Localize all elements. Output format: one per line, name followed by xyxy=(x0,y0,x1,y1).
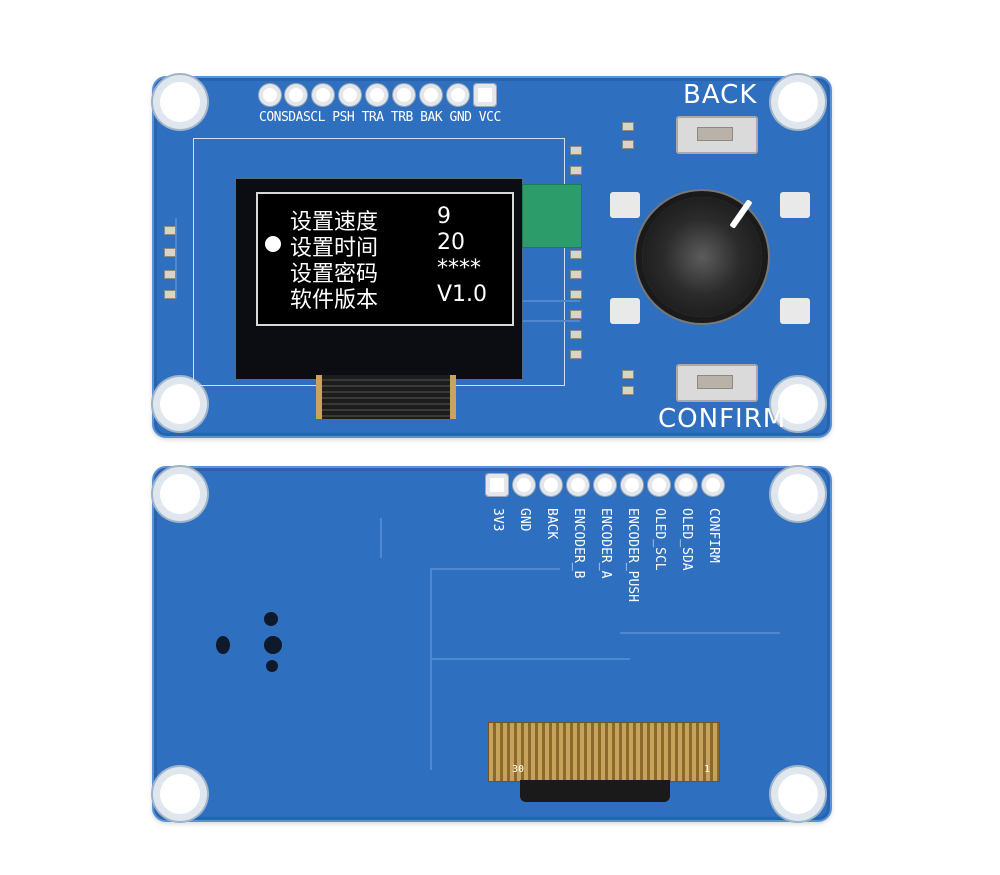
oled-flex-tab xyxy=(522,184,582,248)
menu-item-value: 20 xyxy=(437,230,465,255)
header-pin xyxy=(517,478,531,492)
fpc-mark-right: 1 xyxy=(704,764,711,775)
pin-label: CONFIRM xyxy=(706,508,721,563)
mounting-hole-icon xyxy=(160,384,200,424)
smd-component xyxy=(570,330,582,339)
header-pin xyxy=(263,88,277,102)
via xyxy=(264,636,282,654)
header-pin xyxy=(679,478,693,492)
trace xyxy=(620,632,780,634)
header-pin xyxy=(397,88,411,102)
confirm-button-label: CONFIRM xyxy=(658,404,787,434)
header-pin xyxy=(451,88,465,102)
menu-item-label: 设置时间 xyxy=(290,236,379,261)
pin-label: BACK xyxy=(544,508,559,540)
pin-label: OLED_SDA xyxy=(679,508,694,571)
header-pin xyxy=(343,88,357,102)
smd-component xyxy=(570,290,582,299)
smd-component xyxy=(570,270,582,279)
header-pin xyxy=(370,88,384,102)
smd-component xyxy=(622,386,634,395)
encoder-pad xyxy=(780,192,810,218)
header-pin xyxy=(598,478,612,492)
header-pin-square xyxy=(490,478,504,492)
pin-label: ENCODER_PUSH xyxy=(625,508,640,602)
header-pin xyxy=(706,478,720,492)
trace xyxy=(430,570,432,770)
header-pin xyxy=(544,478,558,492)
header-pin xyxy=(652,478,666,492)
oled-screen xyxy=(256,192,514,326)
trace xyxy=(520,320,580,322)
via xyxy=(266,660,278,672)
tactile-button-icon xyxy=(697,375,733,389)
trace xyxy=(175,218,177,298)
rotary-encoder-knob-icon[interactable] xyxy=(642,197,762,317)
smd-component xyxy=(570,166,582,175)
encoder-pad xyxy=(610,298,640,324)
mounting-hole-icon xyxy=(778,774,818,814)
pin-label: GND xyxy=(517,508,532,532)
menu-item-label: 设置速度 xyxy=(290,210,379,235)
fpc-mark-left: 30 xyxy=(512,764,525,775)
header-pin xyxy=(316,88,330,102)
menu-item-value: 9 xyxy=(437,204,451,229)
header-pin xyxy=(625,478,639,492)
pin-label: ENCODER_B xyxy=(571,508,586,579)
mounting-hole-icon xyxy=(160,474,200,514)
smd-component xyxy=(622,122,634,131)
smd-component xyxy=(570,350,582,359)
mounting-hole-icon xyxy=(160,82,200,122)
smd-component xyxy=(570,310,582,319)
smd-component xyxy=(570,146,582,155)
encoder-pad xyxy=(780,298,810,324)
encoder-pad xyxy=(610,192,640,218)
smd-component xyxy=(164,248,176,257)
via xyxy=(216,636,230,654)
pin-label: ENCODER_A xyxy=(598,508,613,579)
mounting-hole-icon xyxy=(778,82,818,122)
header-pin-square xyxy=(478,88,492,102)
front-pin-labels: CONSDASCL PSH TRA TRB BAK GND VCC xyxy=(259,110,501,125)
back-button-label: BACK xyxy=(683,80,758,110)
pin-label: OLED_SCL xyxy=(652,508,667,571)
smd-component xyxy=(164,270,176,279)
fpc-connector xyxy=(488,722,720,782)
via xyxy=(264,612,278,626)
menu-item-value: **** xyxy=(437,256,481,281)
smd-component xyxy=(570,250,582,259)
smd-component xyxy=(622,370,634,379)
fpc-stiffener xyxy=(520,780,670,802)
menu-selection-dot-icon xyxy=(265,236,281,252)
smd-component xyxy=(164,290,176,299)
header-pin xyxy=(571,478,585,492)
trace xyxy=(430,568,560,570)
trace xyxy=(520,300,580,302)
header-pin xyxy=(424,88,438,102)
header-pin xyxy=(289,88,303,102)
menu-item-label: 软件版本 xyxy=(290,288,379,313)
tactile-button-icon xyxy=(697,127,733,141)
oled-flex-cable xyxy=(316,375,456,419)
pin-label: 3V3 xyxy=(490,508,505,532)
mounting-hole-icon xyxy=(778,474,818,514)
trace xyxy=(430,658,630,660)
mounting-hole-icon xyxy=(160,774,200,814)
menu-item-value: V1.0 xyxy=(437,282,488,307)
smd-component xyxy=(164,226,176,235)
mounting-hole-icon xyxy=(778,384,818,424)
smd-component xyxy=(622,140,634,149)
trace xyxy=(380,518,382,558)
menu-item-label: 设置密码 xyxy=(290,262,379,287)
